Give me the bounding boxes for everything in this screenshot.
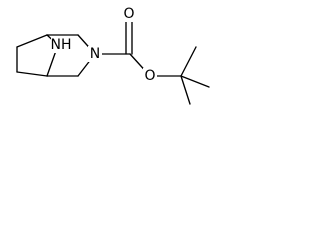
carbonyl-oxygen-label: O [123, 6, 134, 22]
bond-c9-c11 [180, 75, 210, 88]
ester-o-label-background [143, 68, 157, 84]
bond-c9-c10 [180, 46, 197, 77]
carbonyl-o-label-background [122, 6, 136, 22]
ester-oxygen-label: O [144, 68, 155, 84]
n-atom-label: N [90, 46, 100, 62]
structure-canvas: NH N O O [0, 0, 234, 122]
chemical-structure: NH N O O [16, 6, 210, 105]
nh-label-background [51, 37, 70, 53]
bond-c9-c12 [180, 75, 191, 105]
n-label-background [88, 46, 102, 62]
nh-atom-label: NH [51, 37, 72, 53]
bond-c7-c5 [16, 71, 48, 77]
bond-c1-c6 [16, 34, 48, 48]
